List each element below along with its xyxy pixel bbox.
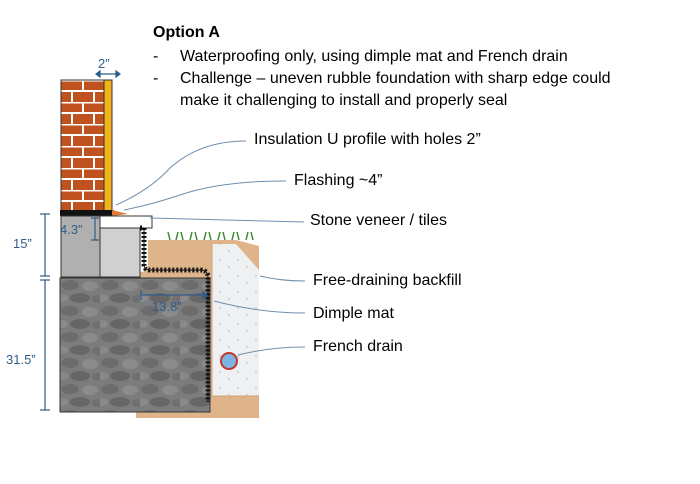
leader-flashing — [123, 180, 287, 211]
backfill-area — [212, 244, 259, 396]
label-veneer: Stone veneer / tiles — [310, 212, 447, 229]
bullet-dash: - — [153, 48, 159, 65]
upper-block — [60, 215, 101, 278]
flashing — [60, 210, 114, 216]
dim-step-height: 4.3” — [60, 222, 83, 237]
leader-insulation — [115, 140, 247, 206]
french-drain-pipe — [220, 352, 238, 370]
insulation-board — [103, 79, 113, 213]
dim-lower-height: 31.5” — [6, 352, 36, 367]
option-title: Option A — [153, 24, 220, 41]
grass — [167, 231, 254, 241]
stone-veneer — [99, 227, 141, 278]
label-dimple-mat: Dimple mat — [313, 305, 394, 322]
rubble-foundation — [59, 277, 211, 413]
veneer-cap — [99, 215, 153, 229]
dim-offset: 13.8” — [152, 299, 182, 314]
leader-drain — [237, 346, 306, 356]
label-flashing: Flashing ~4” — [294, 172, 383, 189]
dim-top-width: 2” — [98, 56, 110, 71]
bullet-text: make it challenging to install and prope… — [180, 92, 508, 109]
label-backfill: Free-draining backfill — [313, 272, 462, 289]
bullet-text: Challenge – uneven rubble foundation wit… — [180, 70, 611, 87]
bullet-dash: - — [153, 70, 159, 87]
brick-wall — [60, 79, 106, 213]
label-french-drain: French drain — [313, 338, 403, 355]
dim-upper-height: 15” — [13, 236, 32, 251]
bullet-text: Waterproofing only, using dimple mat and… — [180, 48, 568, 65]
leader-dimple — [213, 300, 306, 314]
label-insulation: Insulation U profile with holes 2” — [254, 131, 481, 148]
leader-backfill — [259, 275, 306, 282]
leader-veneer — [149, 217, 305, 223]
